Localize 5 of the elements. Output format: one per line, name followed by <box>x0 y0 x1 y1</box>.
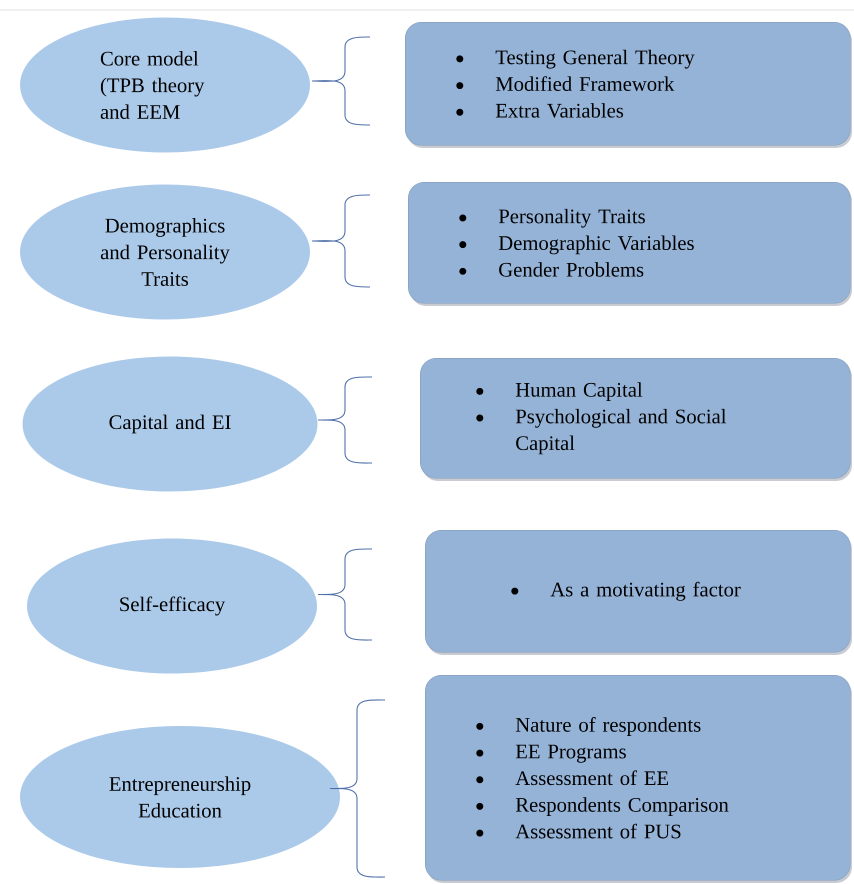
bullet-list-box: Personality Traits Demographic Variables Gender Problems <box>408 182 852 306</box>
bullet-list-box: As a motivating factor <box>425 530 852 655</box>
bullet-list-box: Testing General Theory Modified Framework Extra Variables <box>405 22 852 148</box>
bullet-list-box: Nature of respondents EE Programs Assessment of EE Respondents Comparison Assessment of PUS <box>425 675 852 883</box>
bullet-list-box: Human Capital Psychological and Social Capital <box>420 358 852 481</box>
